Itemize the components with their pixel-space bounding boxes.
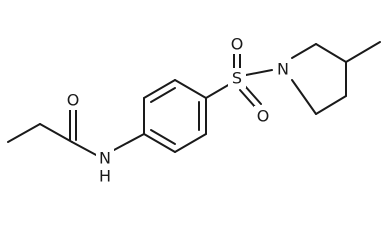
bond-methyl <box>345 41 381 63</box>
atom-labels: O N H S O O N <box>64 34 292 184</box>
bond-ethyl-ch3 <box>7 123 41 143</box>
carbonyl-oxygen-label: O <box>67 91 80 110</box>
bond-ring-6 <box>143 133 176 153</box>
bond-pip-2 <box>315 43 347 63</box>
piperidine-nitrogen-label: N <box>277 60 289 79</box>
bond-ethyl-ch2 <box>39 123 73 143</box>
bond-n-ring <box>113 133 145 151</box>
bond-ring-s <box>205 83 231 99</box>
bond-pip-1 <box>291 43 317 59</box>
bond-ring-inner-1 <box>150 87 176 103</box>
bond-amide-cn <box>71 141 99 157</box>
amide-nitrogen-label: N <box>99 149 111 168</box>
bond-so-bottom-b <box>244 85 262 105</box>
bond-ring-3 <box>174 79 207 99</box>
bond-pip-4 <box>315 95 347 115</box>
bond-ring-5 <box>174 133 207 153</box>
sulfonyl-oxygen-top-label: O <box>231 35 244 54</box>
bond-ring-2 <box>143 79 176 99</box>
molecule-structure: O N H S O O N <box>7 34 381 184</box>
amide-hydrogen-label: H <box>99 167 111 185</box>
bond-ring-inner-3 <box>150 129 176 145</box>
bond-s-n <box>245 69 273 76</box>
bond-so-bottom-a <box>239 89 257 109</box>
bond-pip-5 <box>291 79 317 115</box>
bonds <box>7 41 381 157</box>
structure-canvas: O N H S O O N <box>7 34 381 184</box>
sulfur-label: S <box>232 69 242 88</box>
sulfonyl-oxygen-bottom-label: O <box>257 107 270 126</box>
